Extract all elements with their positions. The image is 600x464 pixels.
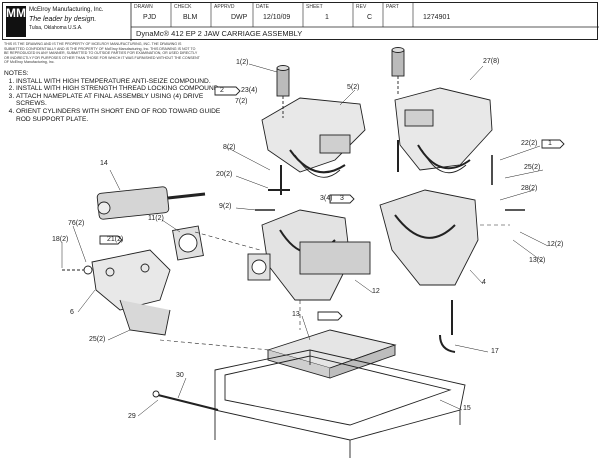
note-item: ORIENT CYLINDERS WITH SHORT END OF ROD T… (16, 108, 234, 123)
note-item: INSTALL WITH HIGH TEMPERATURE ANTI-SEIZE… (16, 78, 234, 86)
lower-jaw-left (261, 209, 371, 301)
gauge-block (172, 225, 271, 281)
note-flag-3: 3 (340, 195, 344, 202)
lower-jaw-right (379, 189, 479, 286)
callout-29: 29 (128, 413, 136, 420)
callout-1: 1(2) (236, 59, 249, 66)
carriage-plate (266, 329, 397, 379)
logo-lettering: MM (6, 6, 26, 20)
title-block: MM McElroy Manufacturing, Inc. The leade… (2, 2, 599, 41)
apprvd-value: DWP (231, 14, 248, 21)
company-tagline: The leader by design. (29, 16, 97, 23)
callout-4: 4 (482, 279, 486, 286)
callout-28: 28(2) (521, 185, 538, 192)
callout-22: 22(2) (521, 140, 538, 147)
callout-6: 6 (70, 309, 74, 316)
callout-13: 13(2) (529, 257, 546, 264)
note-flag-2: 2 (220, 87, 224, 94)
rev-label: REV (356, 4, 367, 10)
drawn-value: PJD (143, 14, 157, 21)
title-block-grid (130, 3, 599, 41)
callout-12: 12 (372, 288, 380, 295)
callout-25a: 25(2) (524, 164, 541, 171)
part-value: 1274901 (423, 14, 451, 21)
callout-17: 17 (491, 348, 499, 355)
date-value: 12/10/09 (263, 14, 291, 21)
callout-11: 11(2) (148, 215, 164, 222)
rev-value: C (367, 14, 373, 21)
long-pin (152, 390, 219, 411)
callout-76: 76(2) (68, 220, 85, 227)
note-item: ATTACH NAMEPLATE AT FINAL ASSEMBLY USING… (16, 93, 234, 108)
company-info: McElroy Manufacturing, Inc. The leader b… (29, 6, 129, 33)
notes-list: INSTALL WITH HIGH TEMPERATURE ANTI-SEIZE… (4, 78, 234, 124)
note-item: INSTALL WITH HIGH STRENGTH THREAD LOCKIN… (16, 85, 234, 93)
drawn-label: DRAWN (134, 4, 153, 10)
check-value: BLM (183, 14, 198, 21)
callout-15: 15 (463, 405, 471, 412)
callout-30: 30 (176, 372, 184, 379)
guide-bracket (62, 249, 171, 336)
callout-7: 7(2) (235, 98, 248, 105)
note-flag-1: 1 (548, 140, 552, 147)
callout-9: 9(2) (219, 203, 232, 210)
callout-27: 27(8) (483, 58, 500, 65)
notes-heading: NOTES: (4, 70, 29, 77)
date-label: DATE (256, 4, 269, 10)
callout-5: 5(2) (347, 84, 360, 91)
callout-13b: 13 (292, 311, 300, 318)
assembly-guides (159, 224, 510, 351)
callout-8: 8(2) (223, 144, 236, 151)
part-label: PART (386, 4, 399, 10)
hydraulic-cylinder (96, 186, 206, 220)
callout-25b: 25(2) (89, 336, 106, 343)
callout-3: 3(4) (320, 195, 333, 202)
company-name: McElroy Manufacturing, Inc. (29, 7, 104, 13)
apprvd-label: APPRVD (214, 4, 235, 10)
upper-jaw-left (261, 97, 366, 178)
notes-block: NOTES: INSTALL WITH HIGH TEMPERATURE ANT… (4, 70, 234, 123)
callout-18: 18(2) (52, 236, 69, 243)
upper-jaw-right (394, 87, 493, 174)
check-label: CHECK (174, 4, 192, 10)
company-location: Tulsa, Oklahoma U.S.A. (29, 25, 83, 31)
note-flags (99, 86, 565, 321)
bolts (255, 140, 525, 211)
studs-top (276, 47, 405, 118)
drawing-description: DynaMc® 412 EP 2 JAW CARRIAGE ASSEMBLY (136, 29, 303, 38)
callout-12a: 12(2) (547, 241, 564, 248)
leader-lines (61, 63, 549, 417)
callout-14: 14 (100, 160, 108, 167)
callout-23: 23(4) (241, 87, 258, 94)
handle-rod (439, 300, 456, 353)
sheet-label: SHEET (306, 4, 323, 10)
confidentiality-notice: THIS IS THE DRAWING AND IS THE PROPERTY … (4, 42, 200, 65)
sheet-value: 1 (325, 14, 329, 21)
callout-20: 20(2) (216, 171, 233, 178)
callout-21: 21(2) (107, 236, 124, 243)
company-logo: MM (6, 6, 26, 37)
